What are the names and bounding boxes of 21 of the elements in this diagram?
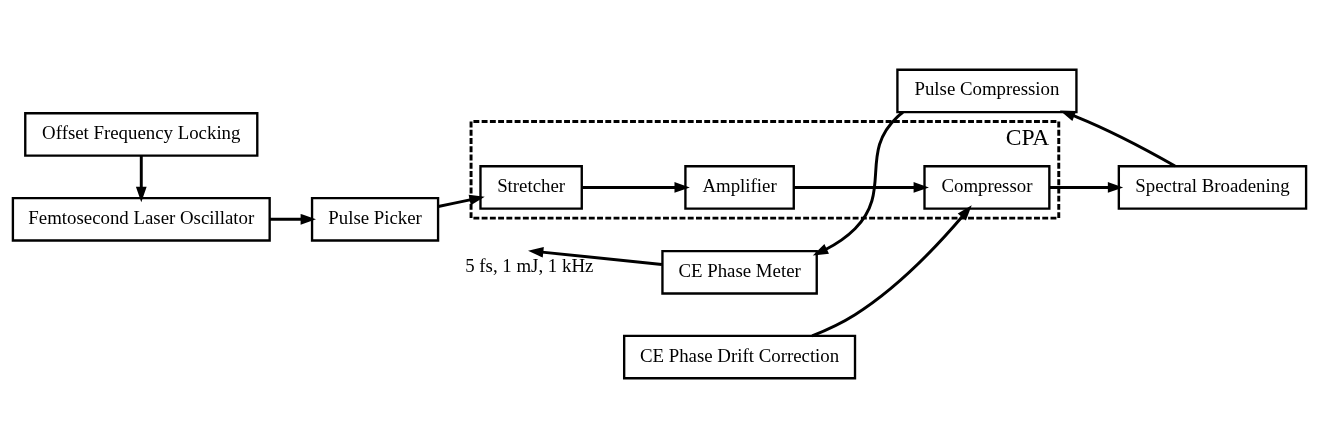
arrow <box>1059 110 1176 168</box>
arrow <box>582 182 690 193</box>
arrow <box>438 194 485 208</box>
arrow <box>811 205 972 338</box>
node-box: CE Phase Meter <box>661 249 818 295</box>
node-box: Offset Frequency Locking <box>24 112 259 157</box>
arrow <box>793 182 929 193</box>
node-box: Stretcher <box>479 165 583 210</box>
node-box: Femtosecond Laser Oscillator <box>11 196 271 242</box>
arrow <box>135 155 147 203</box>
node-box: Amplifier <box>684 165 795 210</box>
arrow <box>269 213 316 225</box>
node-box: Pulse Compression <box>896 68 1078 114</box>
node-box: CE Phase Drift Correction <box>623 334 857 380</box>
node-box: Compressor <box>923 165 1051 210</box>
arrow <box>1049 182 1124 193</box>
node-box: Spectral Broadening <box>1117 165 1308 210</box>
edge-label: 5 fs, 1 mJ, 1 kHz <box>465 255 594 277</box>
arrow <box>812 111 904 256</box>
node-box: Pulse Picker <box>310 196 440 242</box>
arrow <box>528 246 663 266</box>
